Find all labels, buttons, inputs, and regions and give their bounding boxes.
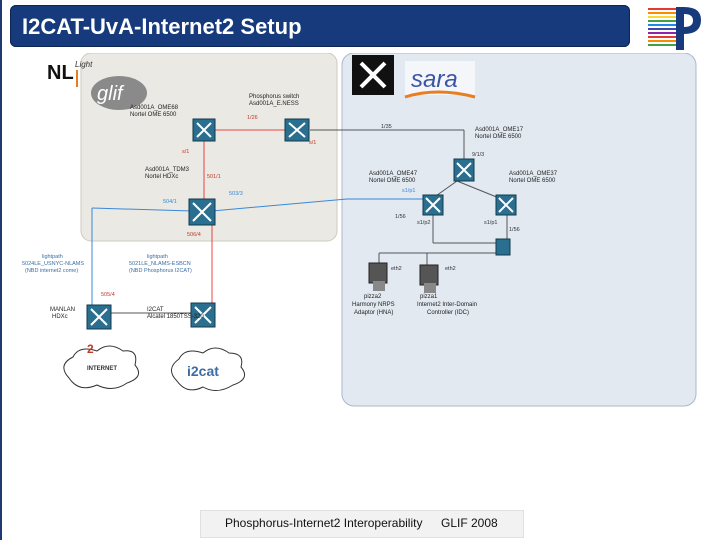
glif-logo-icon: glif	[91, 76, 147, 110]
svg-text:1/26: 1/26	[247, 115, 258, 121]
svg-text:(NBD internet2 come): (NBD internet2 come)	[25, 268, 78, 274]
svg-text:5021LE_NLAMS-ESBCN: 5021LE_NLAMS-ESBCN	[129, 261, 191, 267]
svg-text:503/3: 503/3	[229, 191, 243, 197]
svg-text:s1/p1: s1/p1	[484, 220, 497, 226]
svg-text:504/1: 504/1	[163, 199, 177, 205]
svg-text:Asd001A_OME47: Asd001A_OME47	[369, 171, 418, 177]
svg-text:Internet2 Inter-Domain: Internet2 Inter-Domain	[417, 302, 477, 308]
netherlight-panel	[80, 53, 338, 242]
left-edge-rule	[0, 0, 2, 540]
svg-text:Asd001A_OME68: Asd001A_OME68	[130, 105, 179, 111]
server-pizza1-icon	[419, 264, 439, 293]
page-title: I2CAT-UvA-Internet2 Setup	[22, 14, 302, 39]
netherlight-logo-icon: NL Light	[47, 60, 93, 87]
footer-left: Phosphorus-Internet2 Interoperability	[225, 516, 423, 530]
svg-text:505/4: 505/4	[101, 292, 115, 298]
uva-logo-icon	[352, 55, 394, 95]
node-ome37	[495, 194, 517, 216]
svg-text:(NBD Phosphorus I2CAT): (NBD Phosphorus I2CAT)	[129, 268, 192, 274]
svg-text:Harmony NRPS: Harmony NRPS	[352, 302, 395, 308]
svg-text:MANLAN: MANLAN	[50, 307, 75, 313]
links	[91, 129, 508, 314]
sara-logo-icon: sara	[404, 61, 476, 99]
svg-text:s1/p1: s1/p1	[402, 188, 415, 194]
svg-text:pizza2: pizza2	[364, 294, 382, 300]
svg-text:sara: sara	[411, 66, 458, 93]
footer-right: GLIF 2008	[441, 516, 498, 530]
node-small-switch	[495, 238, 511, 256]
internet2-cloud-icon: INTERNET 2	[63, 342, 140, 389]
title-bar: I2CAT-UvA-Internet2 Setup	[10, 5, 630, 47]
svg-text:eth2: eth2	[445, 266, 456, 272]
svg-text:9/1/3: 9/1/3	[472, 152, 484, 158]
svg-text:Nortel OME 6500: Nortel OME 6500	[130, 112, 177, 118]
node-ome17	[453, 158, 475, 182]
svg-text:Alcatel 1850TSS-320: Alcatel 1850TSS-320	[147, 314, 204, 320]
svg-text:HDXc: HDXc	[52, 314, 68, 320]
svg-text:Asd001A_TDM3: Asd001A_TDM3	[145, 167, 190, 173]
svg-text:Nortel OME 6500: Nortel OME 6500	[475, 134, 522, 140]
svg-text:Asd001A_OME37: Asd001A_OME37	[509, 171, 558, 177]
sara-panel	[341, 53, 697, 407]
svg-text:pizza1: pizza1	[420, 294, 438, 300]
svg-text:i2cat: i2cat	[187, 363, 219, 379]
node-tdm3	[188, 198, 216, 226]
svg-text:Asd001A_OME17: Asd001A_OME17	[475, 127, 524, 133]
svg-text:NL: NL	[47, 62, 74, 84]
svg-text:5024LE_USNYC-NLAMS: 5024LE_USNYC-NLAMS	[22, 261, 84, 267]
svg-text:Nortel OME 6500: Nortel OME 6500	[509, 178, 556, 184]
svg-text:s/1: s/1	[309, 140, 316, 146]
svg-text:Adaptor (HNA): Adaptor (HNA)	[354, 310, 393, 316]
svg-text:glif: glif	[97, 83, 125, 105]
svg-text:1/56: 1/56	[395, 214, 406, 220]
svg-text:lightpath: lightpath	[42, 254, 63, 260]
svg-text:506/4: 506/4	[187, 232, 201, 238]
svg-text:eth2: eth2	[391, 266, 402, 272]
svg-text:s1/p2: s1/p2	[417, 220, 430, 226]
svg-text:I2CAT: I2CAT	[147, 307, 164, 313]
svg-text:INTERNET: INTERNET	[87, 366, 117, 372]
svg-text:s/1: s/1	[182, 149, 189, 155]
server-pizza2-icon	[368, 262, 388, 291]
svg-text:Light: Light	[75, 60, 93, 69]
svg-text:Nortel OME 6500: Nortel OME 6500	[369, 178, 416, 184]
network-diagram: NL Light glif sara	[17, 53, 697, 408]
svg-text:Phosphorus switch: Phosphorus switch	[249, 94, 299, 100]
svg-text:Nortel HDXc: Nortel HDXc	[145, 174, 178, 180]
footer: Phosphorus-Internet2 Interoperability GL…	[200, 510, 524, 538]
node-manlan	[86, 304, 112, 330]
svg-text:501/1: 501/1	[207, 174, 221, 180]
svg-text:Controller (IDC): Controller (IDC)	[427, 310, 469, 316]
svg-text:1/56: 1/56	[509, 227, 520, 233]
node-phosphorus-switch	[284, 118, 310, 142]
svg-text:1/35: 1/35	[381, 124, 392, 130]
node-ome68	[192, 118, 216, 142]
svg-text:Asd001A_E.NESS: Asd001A_E.NESS	[249, 101, 299, 107]
phosphorus-logo-icon	[648, 7, 701, 50]
svg-text:2: 2	[87, 342, 94, 356]
i2cat-cloud-icon: i2cat	[171, 347, 246, 391]
svg-text:lightpath: lightpath	[147, 254, 168, 260]
node-ome47	[422, 194, 444, 216]
node-i2cat	[190, 302, 216, 328]
